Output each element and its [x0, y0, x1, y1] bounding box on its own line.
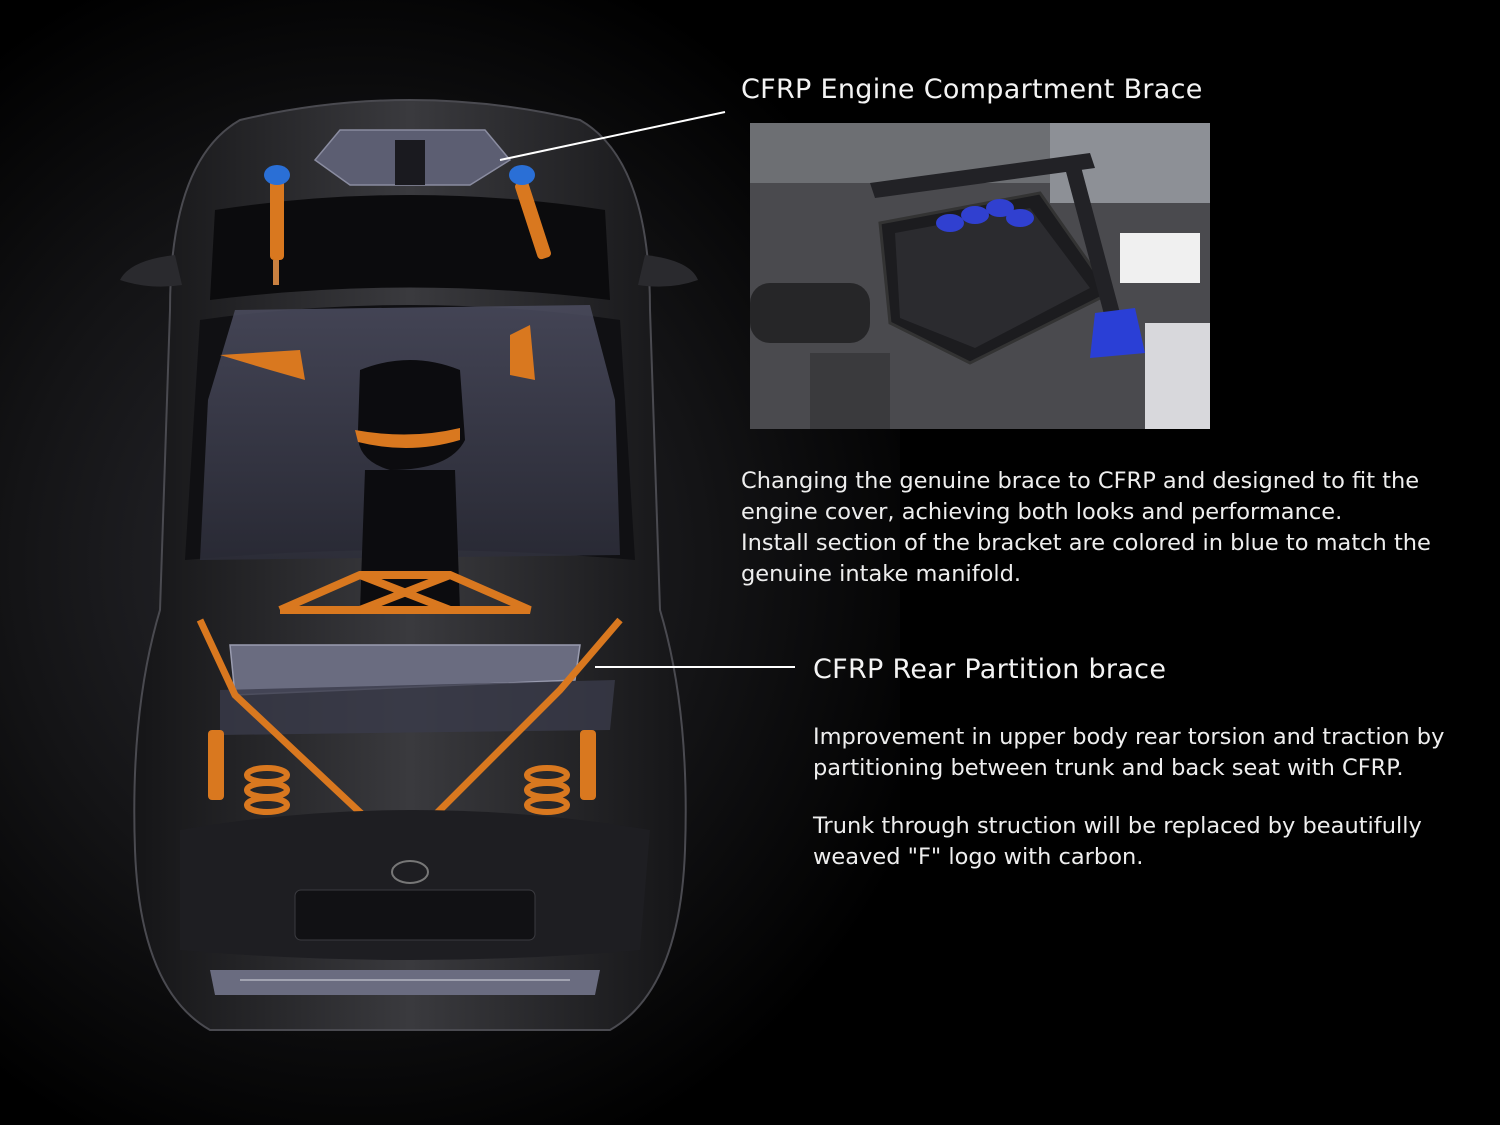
- engine-brace-description: Changing the genuine brace to CFRP and d…: [741, 466, 1481, 590]
- rear-brace-title: CFRP Rear Partition brace: [813, 654, 1167, 685]
- rear-right-damper: [580, 730, 596, 800]
- engine-brace-title: CFRP Engine Compartment Brace: [741, 74, 1203, 105]
- engine-bay-photo: [750, 123, 1210, 429]
- engine-brace-description-1: Changing the genuine brace to CFRP and d…: [741, 468, 1420, 525]
- rear-left-spring: [244, 765, 290, 815]
- car-chassis-illustration: [120, 99, 698, 1031]
- rear-left-damper: [208, 730, 224, 800]
- front-left-strut: [264, 165, 290, 285]
- rear-brace-description: Improvement in upper body rear torsion a…: [813, 722, 1483, 873]
- rear-lower-bar: [210, 970, 600, 995]
- mid-left-bracket: [220, 350, 305, 380]
- engine-brace-description-2: Install section of the bracket are color…: [741, 530, 1431, 587]
- left-mirror: [120, 255, 182, 287]
- x-brace: [278, 571, 532, 614]
- rear-brace-description-1: Improvement in upper body rear torsion a…: [813, 724, 1445, 781]
- rear-right-spring: [524, 765, 570, 815]
- blue-strut-mount: [1090, 308, 1145, 358]
- center-tunnel-bracket: [355, 428, 460, 449]
- mid-right-bracket: [510, 325, 535, 380]
- front-right-strut: [509, 165, 551, 260]
- rear-partition-brace: [229, 644, 581, 696]
- right-mirror: [638, 255, 698, 287]
- rear-brace-description-2: Trunk through struction will be replaced…: [813, 813, 1422, 870]
- logo-emblem: [391, 860, 429, 884]
